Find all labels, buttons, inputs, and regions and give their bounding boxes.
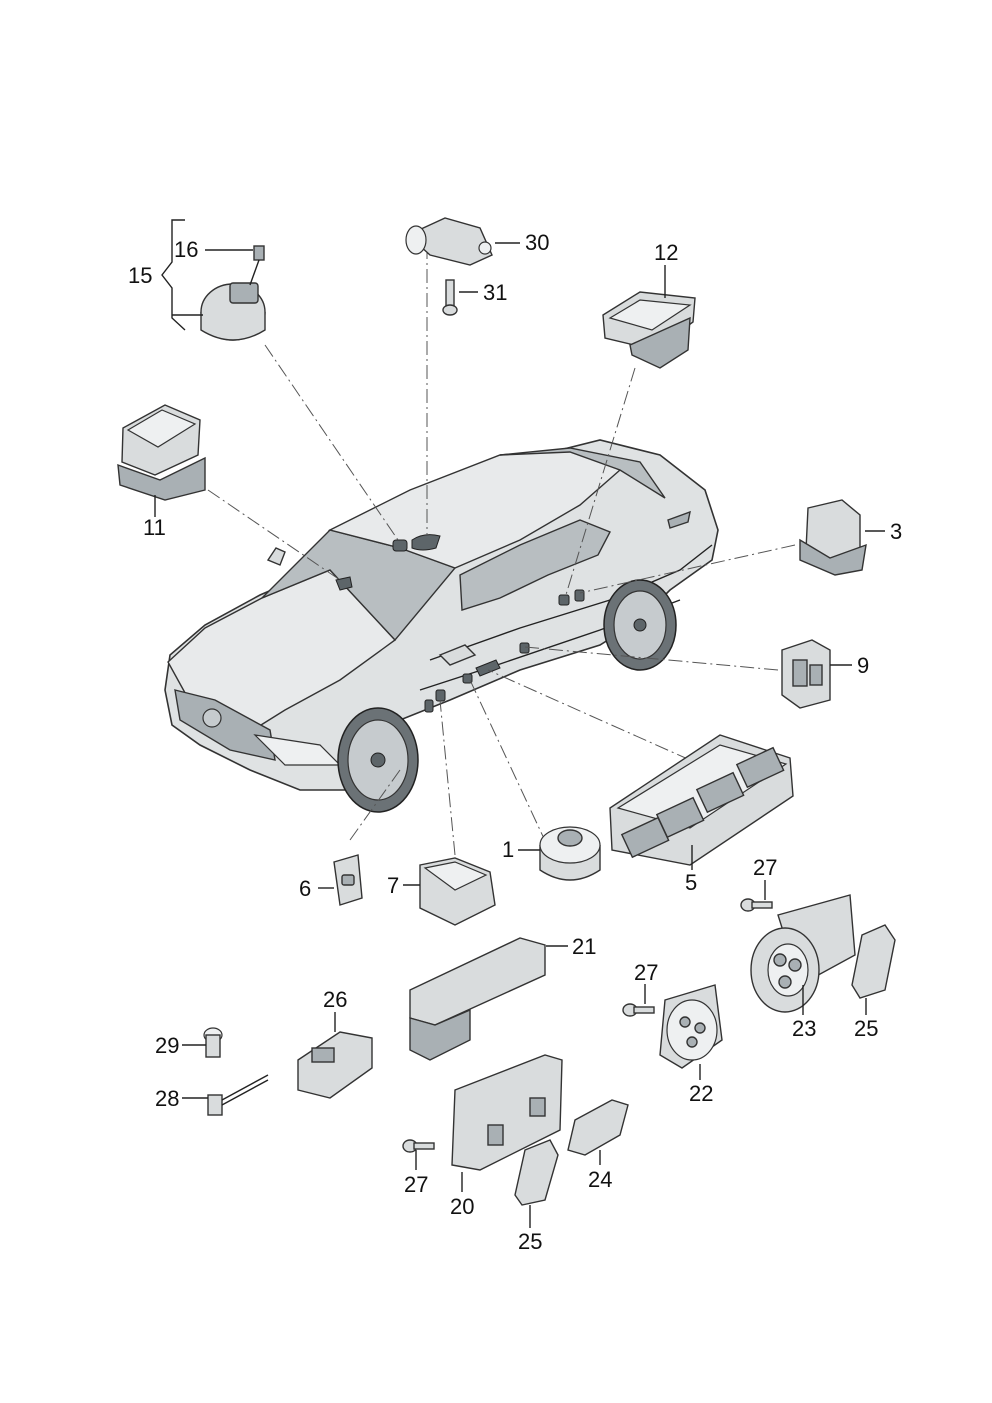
seat-switch-part-22 xyxy=(659,984,723,1069)
car-illustration xyxy=(164,439,719,813)
label-1: 1 xyxy=(502,837,514,862)
label-6: 6 xyxy=(299,876,311,901)
label-24: 24 xyxy=(588,1167,612,1192)
mirror-switch-part-1 xyxy=(539,826,601,881)
label-22: 22 xyxy=(689,1081,713,1106)
label-28: 28 xyxy=(155,1086,179,1111)
switch-part-9 xyxy=(781,639,831,709)
label-21: 21 xyxy=(572,934,596,959)
label-23: 23 xyxy=(792,1016,816,1041)
label-30: 30 xyxy=(525,230,549,255)
label-29: 29 xyxy=(155,1033,179,1058)
label-5: 5 xyxy=(685,870,697,895)
label-25-a: 25 xyxy=(854,1016,878,1041)
sensor-part xyxy=(405,217,493,266)
seat-switch-part-23 xyxy=(750,894,856,1013)
knob-part-24 xyxy=(567,1099,629,1156)
label-3: 3 xyxy=(890,519,902,544)
switch-part-11 xyxy=(117,404,206,501)
label-26: 26 xyxy=(323,987,347,1012)
knob-part-25b xyxy=(514,1139,559,1206)
label-15: 15 xyxy=(128,263,152,288)
label-9: 9 xyxy=(857,653,869,678)
label-16: 16 xyxy=(174,237,198,262)
switch-part-3 xyxy=(799,499,867,576)
ignition-switch-part xyxy=(200,245,266,341)
switch-part-26 xyxy=(297,1031,373,1099)
label-leaders xyxy=(154,219,885,1228)
connector-part-28 xyxy=(207,1074,269,1116)
reference-lines xyxy=(207,245,796,856)
window-switch-cluster-part-5 xyxy=(609,734,794,866)
label-27-b: 27 xyxy=(634,960,658,985)
label-27-c: 27 xyxy=(404,1172,428,1197)
switch-part-7 xyxy=(419,857,496,926)
sensor-part-29 xyxy=(203,1027,223,1058)
switch-part-6 xyxy=(333,854,363,906)
screw-part-27a xyxy=(740,898,773,912)
seat-control-module-part-20 xyxy=(451,1054,563,1171)
label-7: 7 xyxy=(387,873,399,898)
screw-part-27c xyxy=(402,1139,435,1153)
label-27-a: 27 xyxy=(753,855,777,880)
label-25-b: 25 xyxy=(518,1229,542,1254)
label-31: 31 xyxy=(483,280,507,305)
bolt-part-31 xyxy=(442,279,458,316)
knob-part-25a xyxy=(851,924,896,999)
part-labels: 16 15 30 31 12 11 3 9 5 1 6 7 21 27 27 2… xyxy=(128,230,902,1254)
label-20: 20 xyxy=(450,1194,474,1219)
label-12: 12 xyxy=(654,240,678,265)
label-11: 11 xyxy=(143,515,166,540)
switch-part-12 xyxy=(602,291,696,369)
switch-strip-part-21 xyxy=(409,937,546,1061)
screw-part-27b xyxy=(622,1003,655,1017)
